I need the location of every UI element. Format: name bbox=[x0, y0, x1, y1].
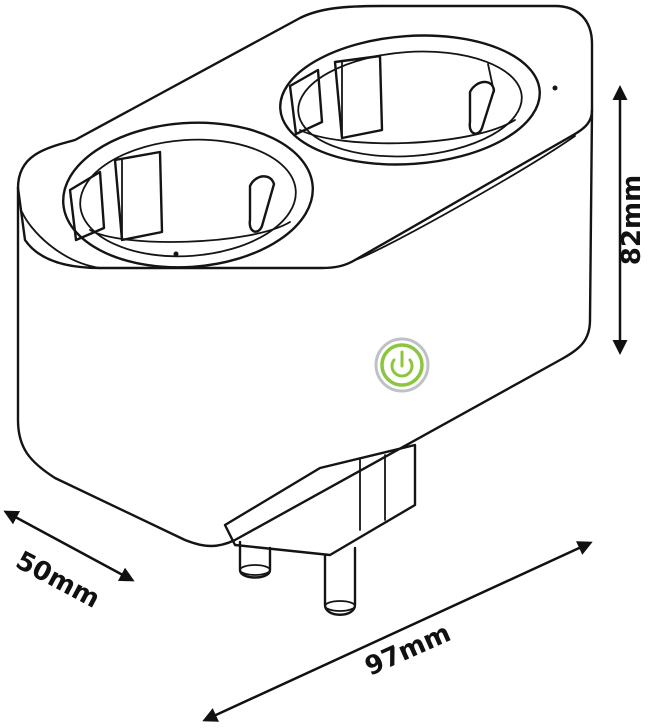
width-dimension: 97mm bbox=[202, 541, 593, 722]
height-dimension: 82mm bbox=[612, 85, 647, 355]
socket-left bbox=[62, 121, 314, 269]
earth-clip-left bbox=[248, 175, 276, 233]
earth-clip-right bbox=[468, 80, 496, 135]
socket-right bbox=[279, 34, 558, 166]
depth-dimension: 50mm bbox=[3, 510, 135, 615]
height-label: 82mm bbox=[617, 175, 647, 265]
plug-pin-right bbox=[323, 546, 357, 616]
contact-center-pin bbox=[113, 150, 164, 242]
power-button[interactable] bbox=[374, 337, 430, 393]
plug-body bbox=[16, 4, 594, 548]
contact-center-pin-2 bbox=[333, 54, 384, 140]
contact-left-pin bbox=[68, 170, 106, 242]
power-icon bbox=[390, 350, 414, 378]
contact-right-pin bbox=[288, 68, 324, 136]
depth-label: 50mm bbox=[11, 546, 105, 615]
